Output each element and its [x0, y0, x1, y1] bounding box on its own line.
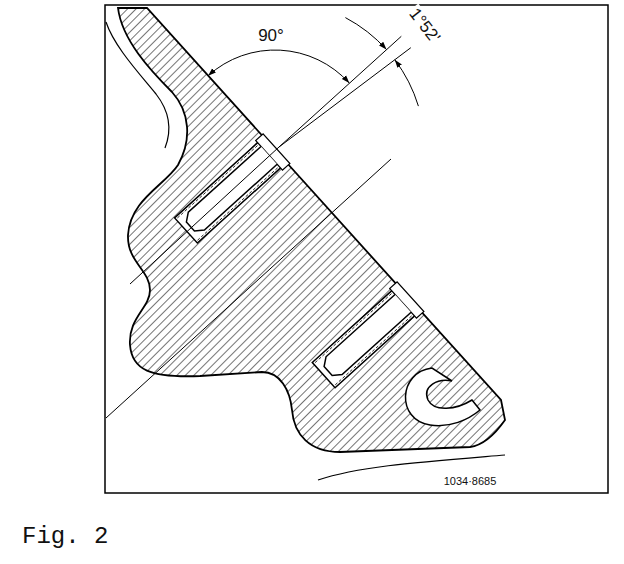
figure-caption: Fig. 2: [22, 524, 108, 550]
dimension-arc: [208, 50, 349, 83]
drawing-number: 1034·8685: [443, 475, 498, 487]
stud-bore: [310, 282, 424, 390]
dimension-arc: [345, 18, 386, 50]
dimension-arc: [395, 60, 419, 106]
frame: [105, 5, 608, 493]
center-line: [106, 159, 391, 418]
cavity: [405, 368, 480, 426]
angle-line: [279, 48, 411, 147]
center-line: [130, 147, 279, 284]
angle-dimension: 1°52': [404, 4, 445, 49]
angle-dimension: 90°: [256, 27, 286, 46]
hatched-body: [118, 8, 505, 452]
